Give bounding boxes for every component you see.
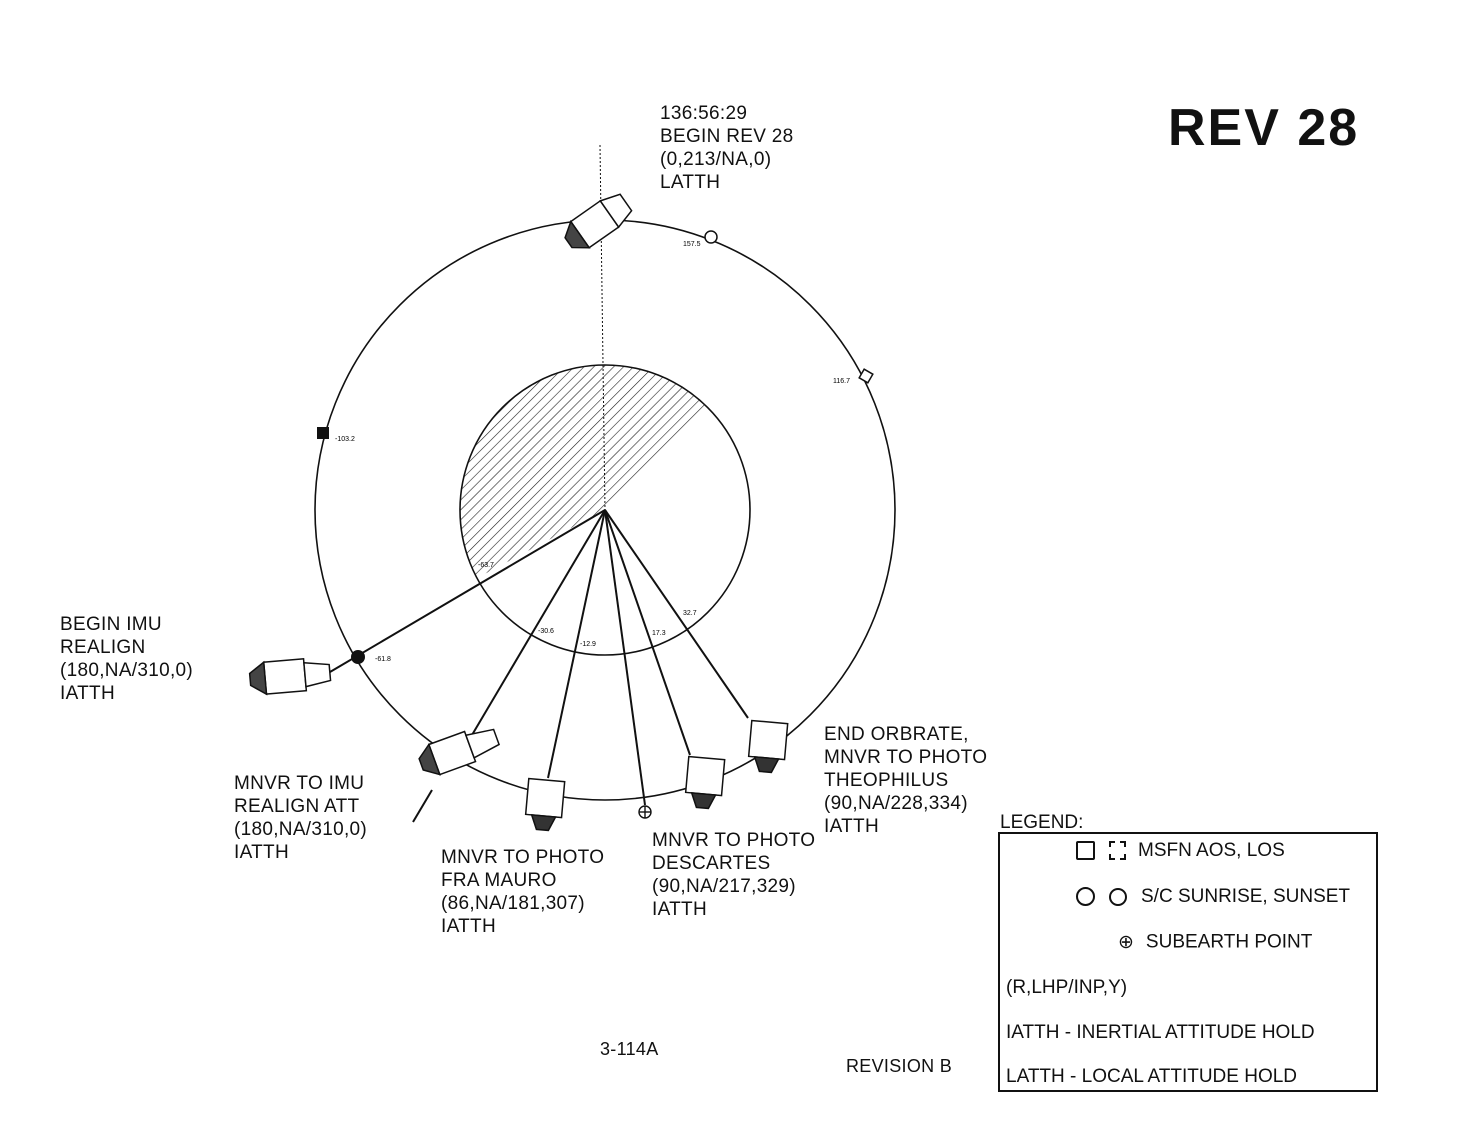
event-attitude: (180,NA/310,0)	[234, 819, 368, 840]
event-attitude: (90,NA/217,329)	[652, 876, 796, 897]
legend-box: MSFN AOS, LOS S/C SUNRISE, SUNSET ⊕ SUBEA…	[998, 832, 1378, 1092]
revision-label: REVISION B	[846, 1056, 953, 1076]
sunrise-circle-icon	[1076, 887, 1095, 907]
legend-item-iatth: IATTH - INERTIAL ATTITUDE HOLD	[1006, 1022, 1315, 1043]
event-hold-mode: IATTH	[824, 816, 879, 837]
legend-item-sun: S/C SUNRISE, SUNSET	[1076, 886, 1350, 908]
event-hold-mode: IATTH	[234, 842, 289, 863]
inner-tick-label: 32.7	[683, 610, 697, 617]
event-title: END ORBRATE,	[824, 724, 969, 745]
inner-tick-label: -30.6	[538, 628, 554, 635]
sunset-label: -61.8	[375, 656, 391, 663]
event-hold-mode: IATTH	[60, 683, 115, 704]
event-hold-mode: IATTH	[652, 899, 707, 920]
sunset-circle-icon	[1109, 887, 1127, 906]
legend-item-latth: LATTH - LOCAL ATTITUDE HOLD	[1006, 1066, 1298, 1087]
event-target: DESCARTES	[652, 853, 771, 874]
event-target: FRA MAURO	[441, 870, 557, 891]
sunrise-marker-icon	[704, 230, 718, 244]
aos-label: 116.7	[833, 378, 850, 385]
legend-item-msfn: MSFN AOS, LOS	[1076, 840, 1285, 862]
legend-item-subearth: ⊕ SUBEARTH POINT	[1118, 931, 1312, 954]
spacecraft-icon	[248, 193, 789, 832]
event-attitude: (90,NA/228,334)	[824, 793, 968, 814]
event-hold-mode: IATTH	[441, 916, 496, 937]
inner-tick-label: -63.7	[478, 562, 494, 569]
legend-item-format: (R,LHP/INP,Y)	[1006, 977, 1128, 998]
inner-tick-label: -12.9	[580, 641, 596, 648]
subearth-icon: ⊕	[1118, 932, 1134, 953]
event-time: 136:56:29	[660, 103, 748, 124]
legend-text: MSFN AOS, LOS	[1138, 840, 1285, 861]
aos-marker-icon	[858, 368, 874, 384]
aos-square-icon	[1076, 841, 1095, 861]
event-title: BEGIN IMU	[60, 614, 162, 635]
rev-title: REV 28	[1168, 99, 1360, 157]
page-number: 3-114A	[600, 1039, 659, 1059]
event-title: MNVR TO IMU	[234, 773, 365, 794]
los-label: -103.2	[335, 436, 355, 443]
sunset-marker-icon	[351, 650, 365, 664]
legend-heading: LEGEND:	[1000, 812, 1084, 833]
sunrise-label: 157.5	[683, 241, 701, 248]
radial-lines	[329, 509, 749, 823]
event-attitude: (180,NA/310,0)	[60, 660, 194, 681]
event-title: MNVR TO PHOTO	[441, 847, 605, 868]
event-hold-mode: LATTH	[660, 172, 721, 193]
legend-text: S/C SUNRISE, SUNSET	[1141, 886, 1351, 907]
event-title: REALIGN ATT	[234, 796, 360, 817]
event-title: REALIGN	[60, 637, 146, 658]
los-marker-icon	[317, 427, 329, 439]
event-title: MNVR TO PHOTO	[652, 830, 816, 851]
subearth-point-icon	[638, 805, 652, 819]
event-attitude: (0,213/NA,0)	[660, 149, 772, 170]
event-attitude: (86,NA/181,307)	[441, 893, 585, 914]
event-title: BEGIN REV 28	[660, 126, 794, 147]
inner-tick-label: 17.3	[652, 630, 666, 637]
legend-text: SUBEARTH POINT	[1145, 931, 1313, 953]
moon-circle	[459, 364, 751, 656]
event-title: MNVR TO PHOTO	[824, 747, 988, 768]
moon-dark-side	[460, 365, 708, 578]
los-square-icon	[1109, 841, 1126, 861]
event-target: THEOPHILUS	[824, 770, 949, 791]
